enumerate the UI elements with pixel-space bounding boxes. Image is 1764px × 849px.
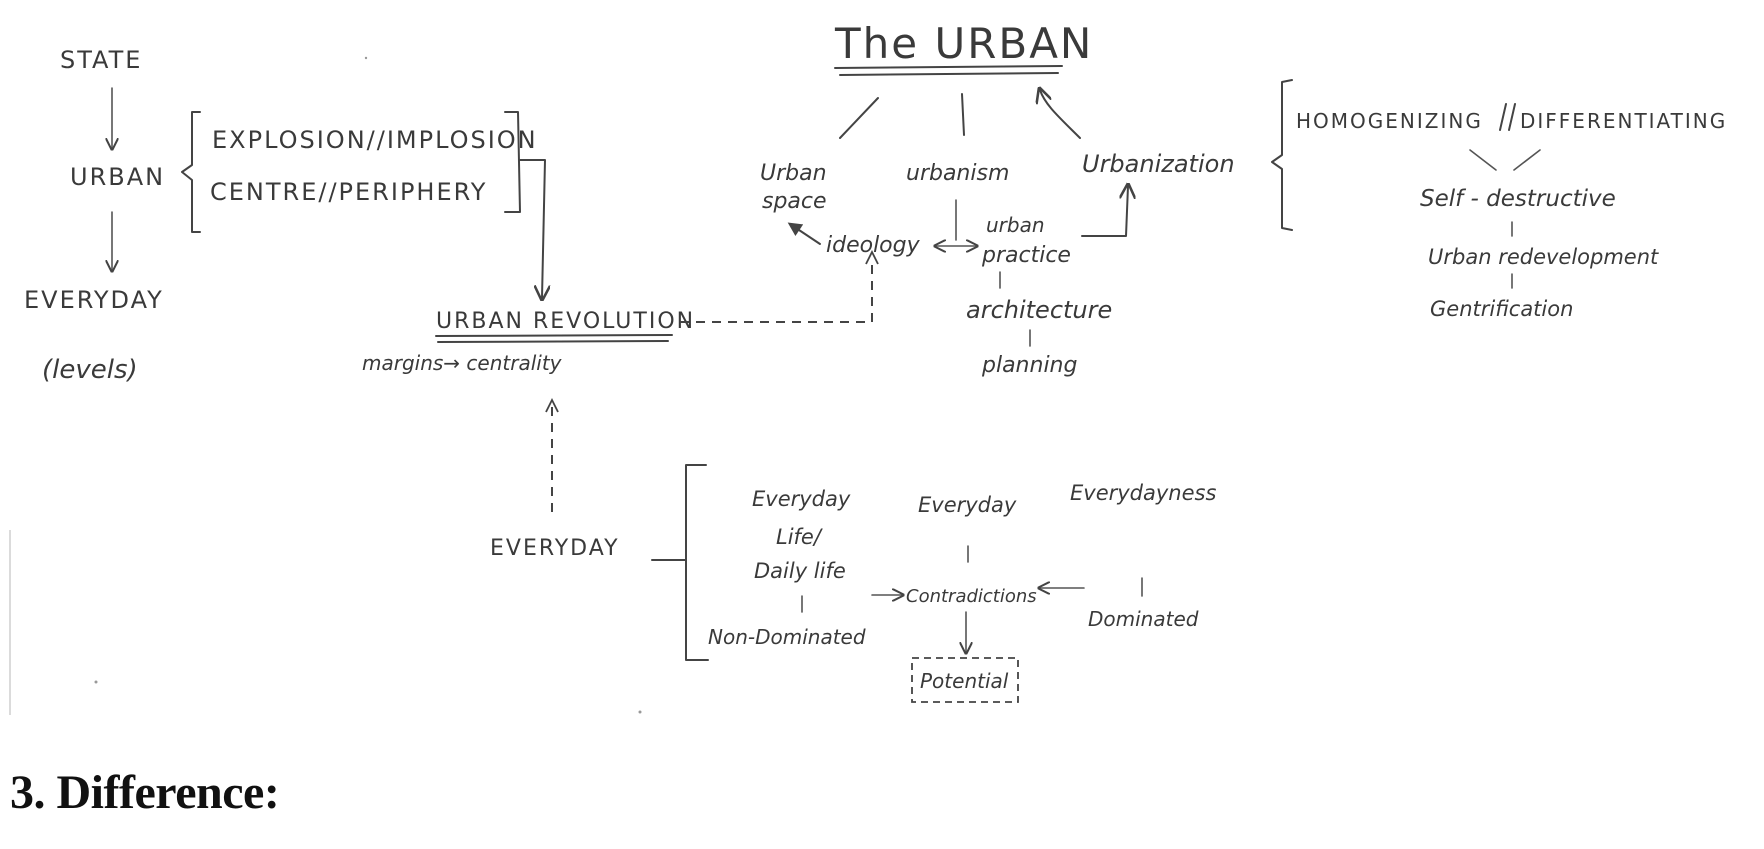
urban-practice-label-1: urban — [986, 213, 1045, 237]
explosion-implosion-label: EXPLOSION//IMPLOSION — [212, 126, 538, 154]
ideology-dash-arrowhead — [865, 249, 879, 265]
homog-to-self-line — [1469, 149, 1497, 171]
revolution-underline-1 — [435, 334, 673, 337]
urban-space-label-2: space — [762, 189, 827, 214]
everyday-life-label-3: Daily life — [754, 559, 846, 583]
homogenizing-label: HOMOGENIZING — [1296, 109, 1483, 133]
everydayness-label: Everydayness — [1070, 481, 1216, 505]
branch-line-right — [1040, 90, 1081, 139]
urbanization-label: Urbanization — [1082, 150, 1235, 178]
revolution-underline-2 — [437, 340, 669, 343]
right-brace — [1271, 79, 1293, 231]
title-underline-2 — [839, 72, 1059, 76]
potential-box — [911, 657, 1019, 703]
potential-label: Potential — [920, 669, 1009, 693]
revolution-to-ideology-dashed — [680, 258, 873, 323]
gentrification-label: Gentrification — [1430, 297, 1573, 321]
urban-practice-label-2: practice — [981, 243, 1071, 268]
urban-label: URBAN — [70, 163, 165, 191]
title-underline-1 — [834, 65, 1063, 69]
centre-periphery-label: CENTRE//PERIPHERY — [210, 178, 487, 206]
contradictions-label: Contradictions — [906, 586, 1037, 607]
stray-mark — [364, 56, 368, 60]
margins-centrality-label: margins→ centrality — [362, 351, 563, 375]
title: The URBAN — [834, 19, 1093, 68]
branch-line-left — [839, 97, 879, 139]
ideology-to-space-arrow — [787, 222, 821, 245]
self-destructive-label: Self - destructive — [1420, 186, 1616, 212]
planning-label: planning — [981, 353, 1078, 378]
practice-to-urbanization-arrow — [1081, 186, 1128, 237]
architecture-label: architecture — [966, 296, 1112, 324]
urban-revolution-label: URBAN REVOLUTION — [436, 309, 695, 334]
right-bracket — [504, 111, 521, 213]
urban-space-label-1: Urban — [760, 161, 827, 186]
dominated-label: Dominated — [1088, 607, 1199, 631]
everyday-bracket — [685, 464, 709, 661]
stray-mark — [638, 710, 642, 714]
everyday-life-label-1: Everyday — [752, 487, 851, 511]
slash-2 — [1508, 103, 1516, 131]
diff-to-self-line — [1513, 149, 1541, 171]
levels-label: (levels) — [42, 355, 138, 385]
ideology-label: ideology — [826, 233, 921, 258]
stray-mark — [94, 680, 98, 684]
differentiating-label: DIFFERENTIATING — [1520, 109, 1727, 133]
everyday-dash-arrowhead — [545, 397, 559, 413]
everyday-label-bottom: EVERYDAY — [490, 536, 620, 561]
everyday-life-label-2: Life/ — [776, 525, 823, 549]
bracket-to-revolution-arrow — [519, 159, 545, 298]
slash-1 — [1499, 103, 1507, 131]
left-brace — [181, 111, 201, 233]
urbanism-label: urbanism — [906, 161, 1009, 186]
non-dominated-label: Non-Dominated — [708, 625, 866, 649]
everyday-middle-label: Everyday — [918, 493, 1017, 517]
everyday-label-left: EVERYDAY — [24, 286, 164, 314]
branch-line-center — [961, 93, 965, 136]
section-heading: 3. Difference: — [10, 766, 280, 819]
urban-redevelopment-label: Urban redevelopment — [1428, 245, 1659, 269]
state-label: STATE — [60, 46, 142, 74]
